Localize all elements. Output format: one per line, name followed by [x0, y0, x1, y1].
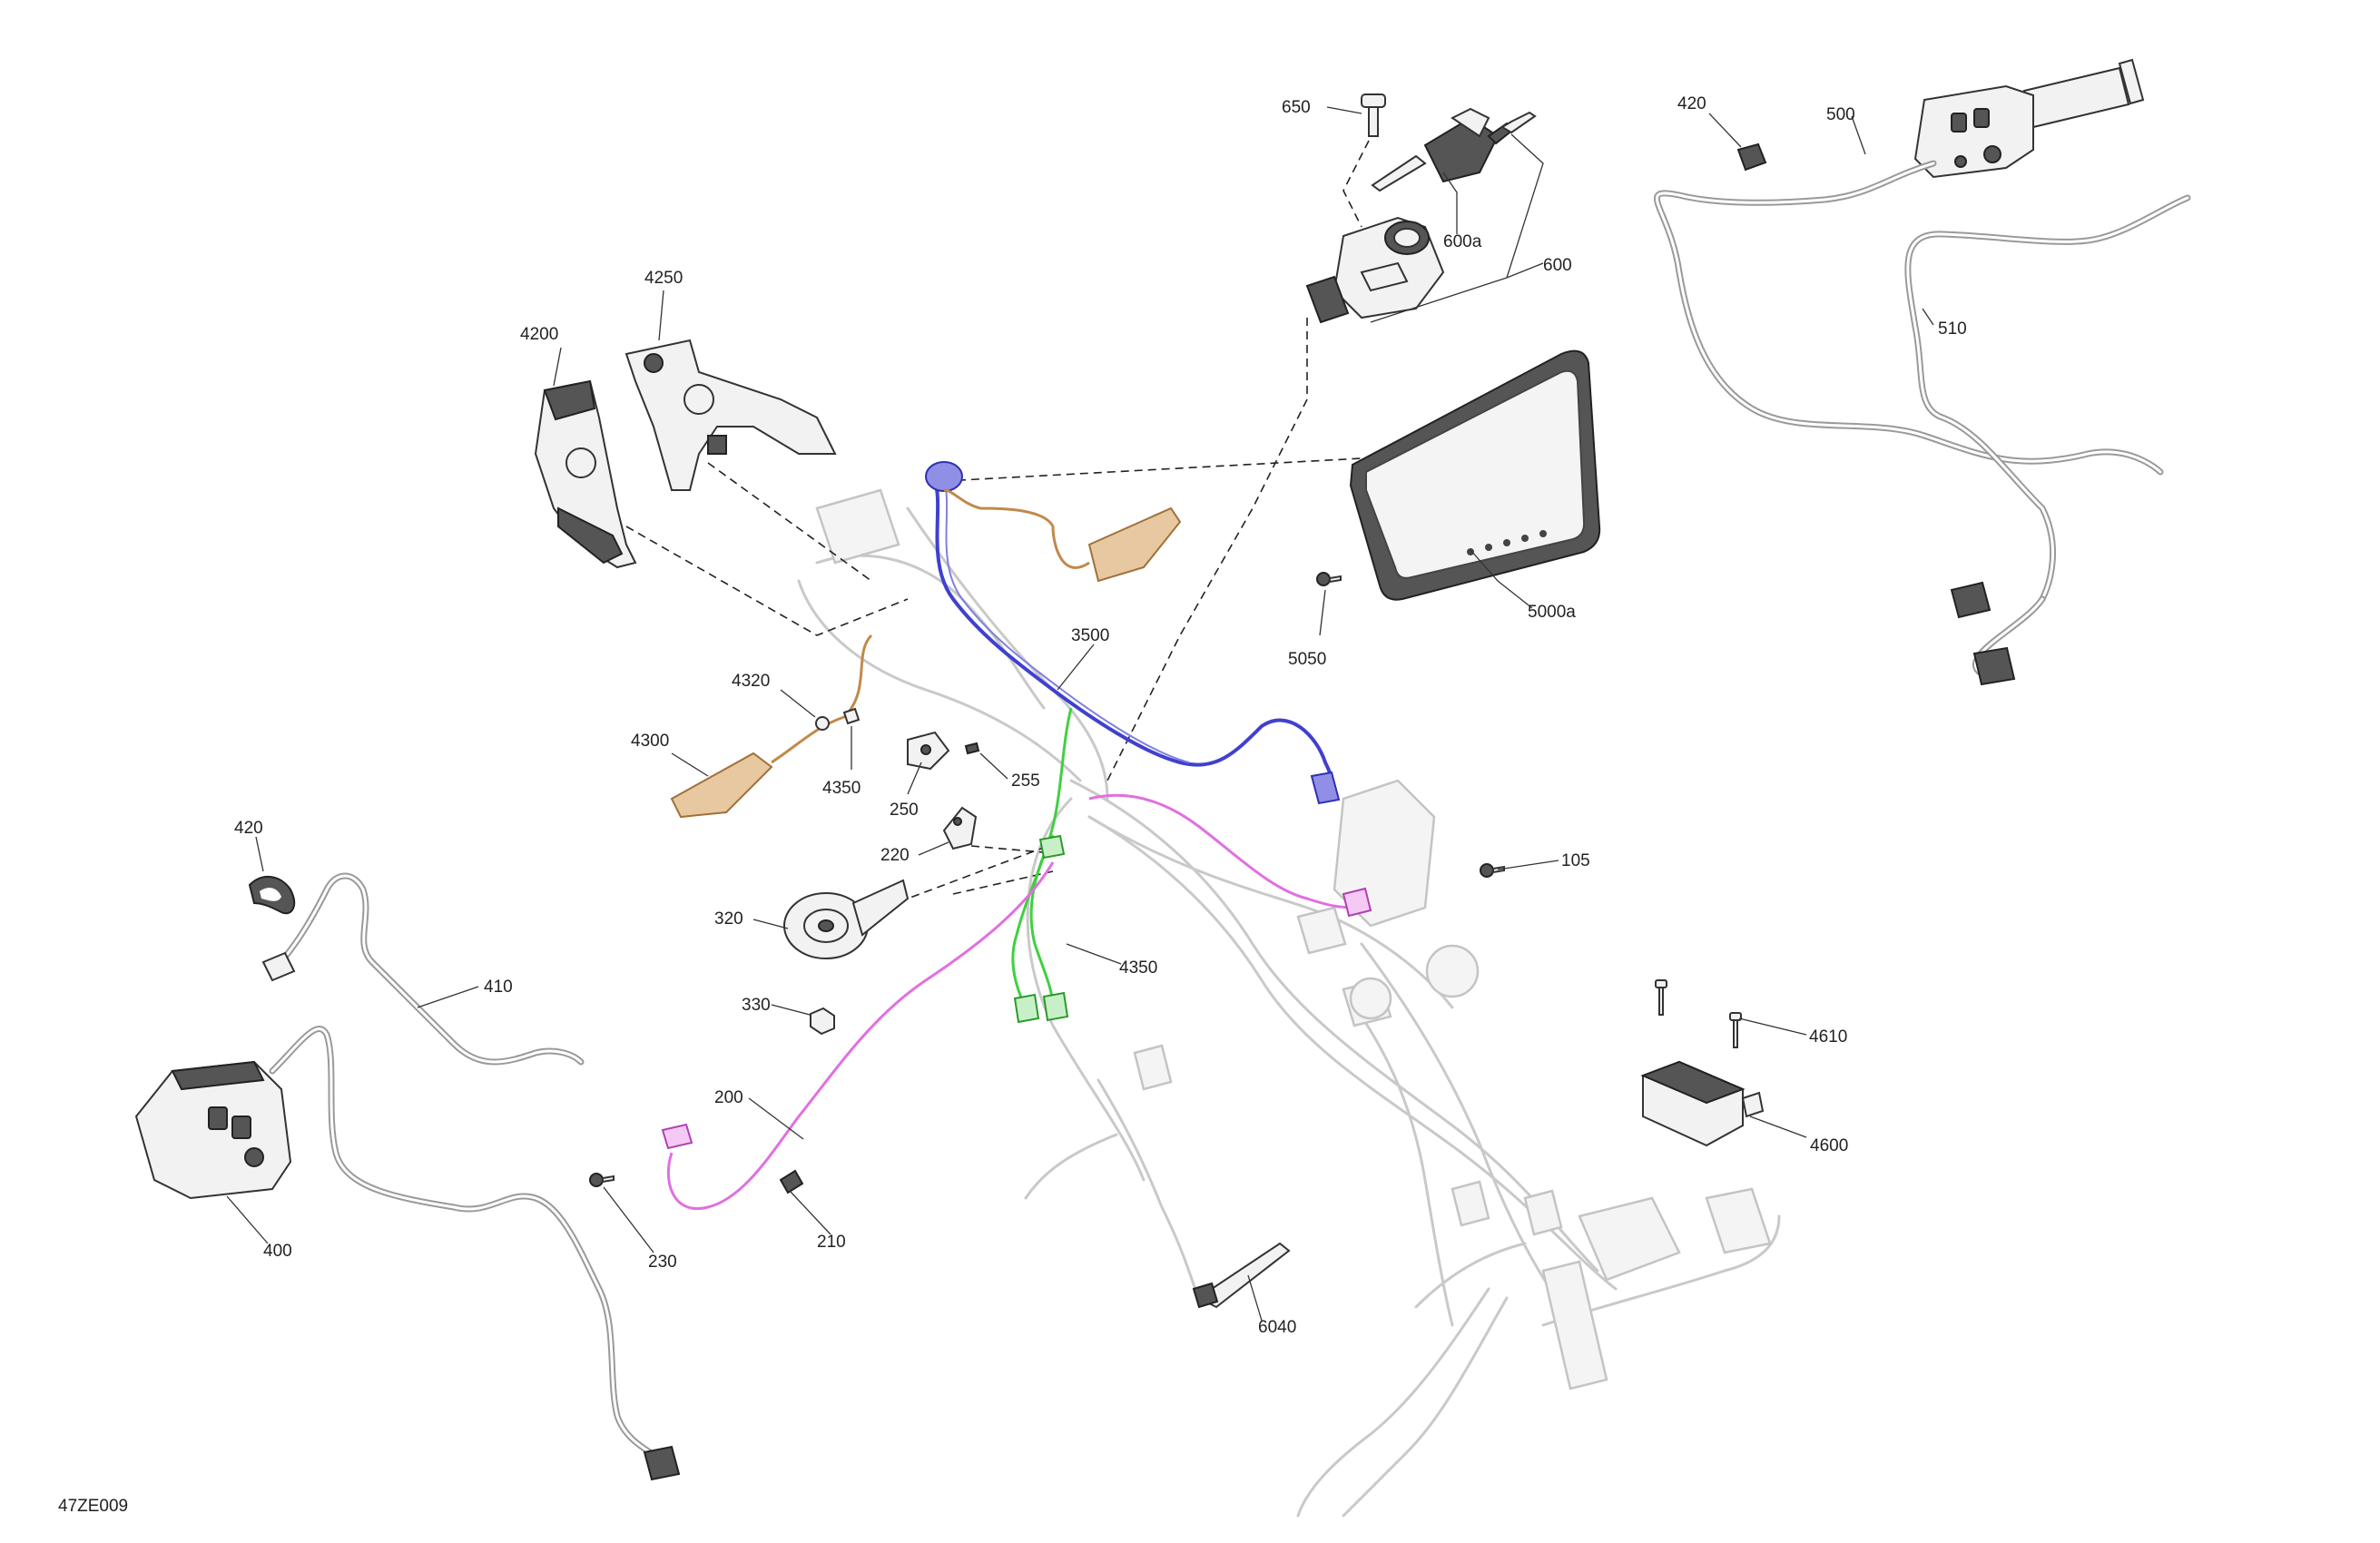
screw-105 — [1480, 863, 1505, 878]
label-410: 410 — [484, 978, 513, 997]
label-3500: 3500 — [1071, 626, 1109, 645]
label-500: 500 — [1826, 105, 1855, 124]
assembly-lines — [625, 140, 1370, 927]
label-320: 320 — [714, 909, 743, 929]
clip-420-top — [1736, 143, 1767, 172]
display-5000a — [1349, 349, 1601, 601]
label-330: 330 — [742, 996, 771, 1015]
turn-signal-right — [943, 488, 1182, 583]
label-600: 600 — [1543, 256, 1572, 275]
module-4600 — [1640, 1060, 1765, 1147]
label-420-top: 420 — [1677, 94, 1706, 113]
label-420-left: 420 — [234, 819, 263, 838]
label-4600: 4600 — [1810, 1136, 1848, 1155]
cover-4200 — [534, 379, 637, 569]
main-harness-ghost — [797, 488, 1781, 1518]
label-210: 210 — [817, 1233, 846, 1252]
figure-code: 47ZE009 — [58, 1497, 128, 1516]
screw-230 — [589, 1173, 615, 1187]
bolt-650 — [1361, 93, 1386, 137]
label-4610: 4610 — [1809, 1027, 1847, 1047]
label-220: 220 — [880, 846, 910, 865]
label-230: 230 — [648, 1253, 677, 1272]
ignition-switch-600 — [1305, 216, 1445, 324]
label-6040: 6040 — [1258, 1318, 1296, 1337]
label-650: 650 — [1282, 98, 1311, 117]
label-400: 400 — [263, 1242, 292, 1261]
harness-200 — [661, 793, 1372, 1211]
label-510: 510 — [1938, 319, 1967, 339]
screw-5050 — [1316, 572, 1342, 586]
bracket-4250 — [625, 339, 837, 491]
label-4200: 4200 — [520, 325, 558, 344]
label-250: 250 — [890, 801, 919, 820]
sensor-250 — [907, 731, 950, 771]
callout-labels: 650 600a 600 420 500 510 4250 4200 3500 … — [58, 94, 1967, 1516]
clip-210 — [779, 1169, 804, 1194]
screw-255 — [964, 742, 980, 755]
label-5050: 5050 — [1288, 650, 1326, 669]
label-4300: 4300 — [631, 732, 669, 751]
nut-4350-top — [842, 707, 861, 725]
horn-320 — [783, 879, 910, 959]
harness-3500 — [925, 461, 1341, 805]
harness-4350 — [1011, 707, 1073, 1024]
turn-signal-4300 — [670, 634, 873, 819]
nut-330 — [810, 1007, 835, 1036]
label-255: 255 — [1011, 772, 1040, 791]
harness-410 — [261, 872, 585, 1066]
key-600a — [1371, 107, 1537, 192]
leader-lines — [226, 106, 1934, 1322]
label-4350-mid: 4350 — [1119, 958, 1157, 978]
label-600a: 600a — [1443, 232, 1482, 251]
nut-4320 — [815, 716, 830, 731]
grommet-420-left — [248, 876, 296, 915]
bracket-220 — [942, 806, 978, 850]
label-4350-top: 4350 — [822, 779, 861, 798]
bolt-4610 — [1655, 979, 1742, 1048]
strap-6040 — [1192, 1242, 1291, 1309]
label-105: 105 — [1561, 851, 1590, 870]
harness-510 — [1904, 194, 2191, 686]
right-switch-500 — [1653, 58, 2164, 476]
label-5000a: 5000a — [1528, 603, 1576, 622]
label-4250: 4250 — [644, 269, 683, 288]
left-switch-400 — [134, 1026, 681, 1481]
label-200: 200 — [714, 1088, 743, 1107]
label-4320: 4320 — [732, 672, 770, 691]
